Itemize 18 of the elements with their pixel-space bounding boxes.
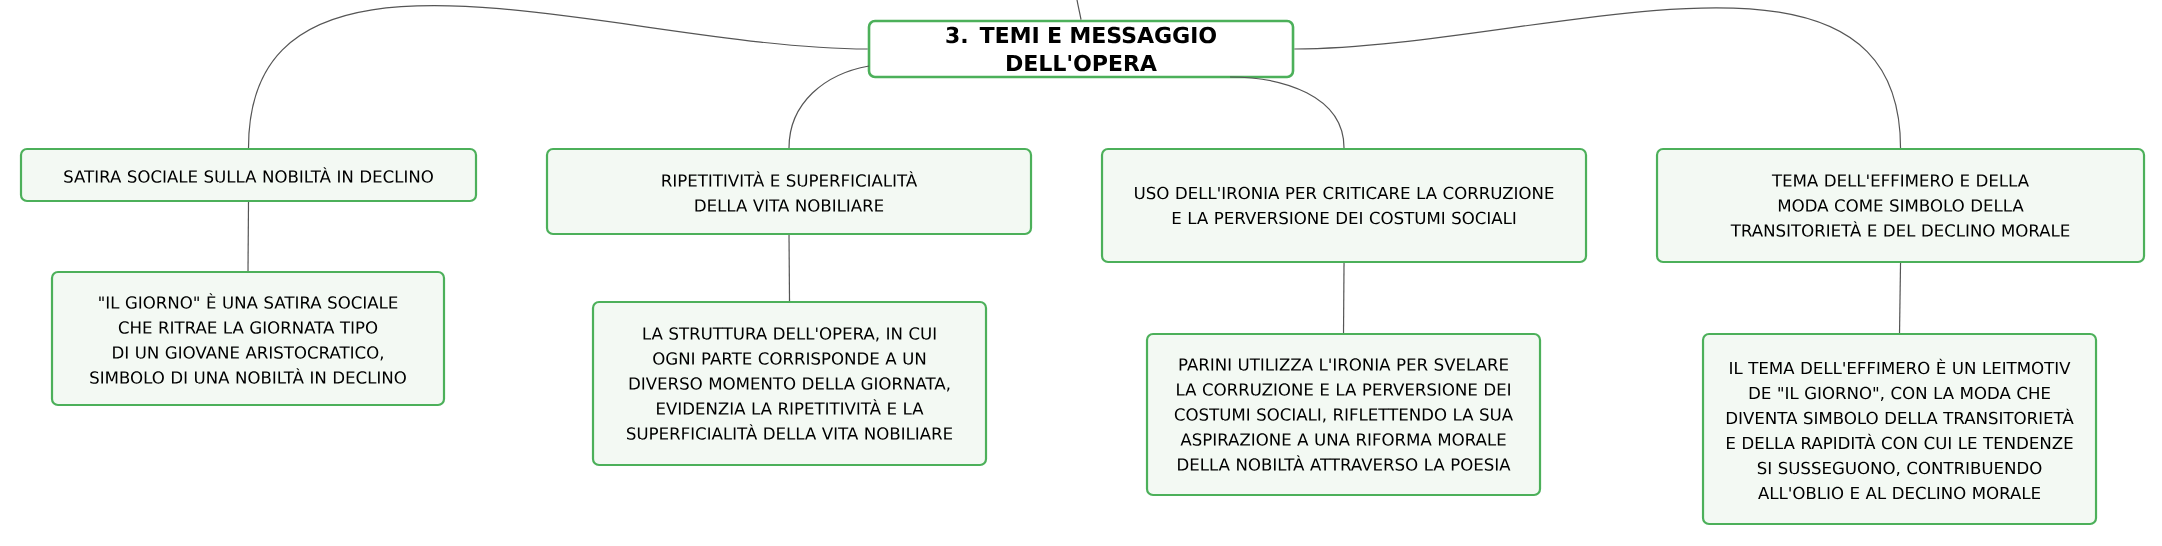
- topic-box: SATIRA SOCIALE SULLA NOBILTÀ IN DECLINO: [19, 147, 478, 203]
- detail-box: IL TEMA DELL'EFFIMERO È UN LEITMOTIV DE "IL GIORNO", CON LA MODA CHE DIVENTA SIMBOLO DELLA TRANSITORIETÀ E DELLA RAPIDITÀ CON CUI LE TENDENZE SI SUSSEGUONO, CONTRIBUENDO ALL'OBLIO E AL DECLINO MORALE: [1701, 332, 2098, 526]
- central-topic-box: 3. TEMI E MESSAGGIO DELL'OPERA: [867, 19, 1295, 79]
- connector-line: [788, 65, 870, 149]
- connector-line: [1898, 262, 1902, 334]
- connector-line: [1293, 7, 1902, 149]
- connector-line: [247, 201, 250, 272]
- topic-box: USO DELL'IRONIA PER CRITICARE LA CORRUZIONE E LA PERVERSIONE DEI COSTUMI SOCIALI: [1100, 147, 1588, 264]
- topic-box: TEMA DELL'EFFIMERO E DELLA MODA COME SIMBOLO DELLA TRANSITORIETÀ E DEL DECLINO MORALE: [1655, 147, 2146, 264]
- connector-line: [1076, 0, 1082, 21]
- connector-line: [1229, 76, 1345, 149]
- connector-line: [1342, 262, 1345, 334]
- connector-line: [788, 234, 791, 302]
- topic-box: RIPETITIVITÀ E SUPERFICIALITÀ DELLA VITA NOBILIARE: [545, 147, 1033, 236]
- detail-box: "IL GIORNO" È UNA SATIRA SOCIALE CHE RITRAE LA GIORNATA TIPO DI UN GIOVANE ARISTOCRATICO, SIMBOLO DI UNA NOBILTÀ IN DECLINO: [50, 270, 446, 407]
- connector-line: [247, 5, 869, 149]
- detail-box: PARINI UTILIZZA L'IRONIA PER SVELARE LA CORRUZIONE E LA PERVERSIONE DEI COSTUMI SOCIALI, RIFLETTENDO LA SUA ASPIRAZIONE A UNA RIFORMA MORALE DELLA NOBILTÀ ATTRAVERSO LA POESIA: [1145, 332, 1542, 497]
- detail-box: LA STRUTTURA DELL'OPERA, IN CUI OGNI PARTE CORRISPONDE A UN DIVERSO MOMENTO DELLA GIORNATA, EVIDENZIA LA RIPETITIVITÀ E LA SUPERFICIALITÀ DELLA VITA NOBILIARE: [591, 300, 988, 467]
